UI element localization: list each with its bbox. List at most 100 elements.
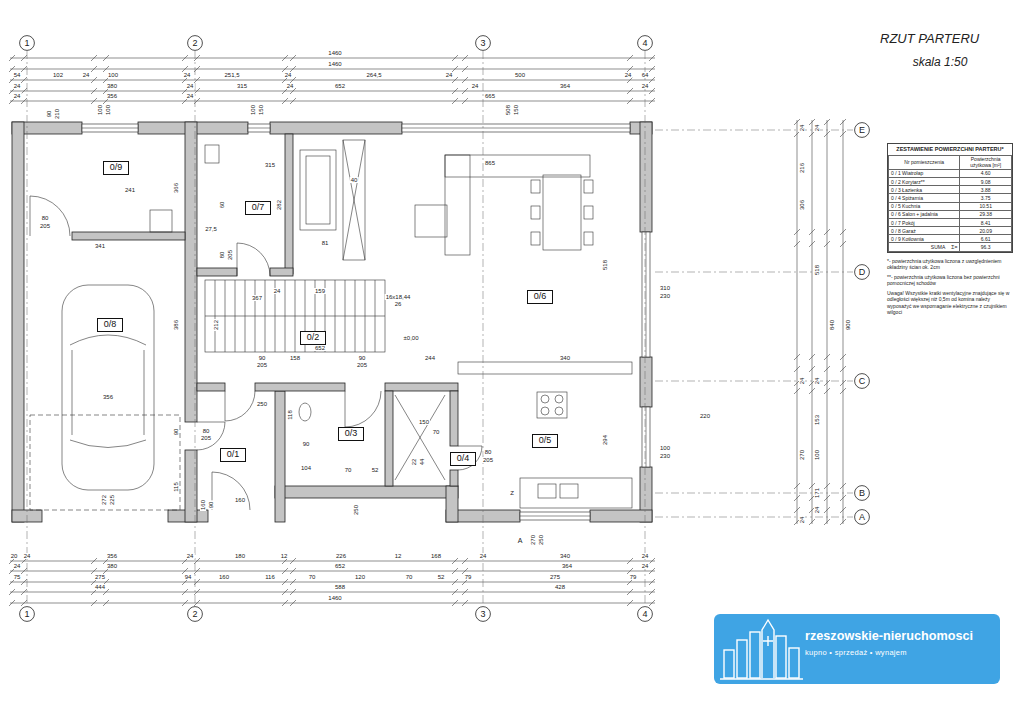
dimension-tick <box>794 241 800 247</box>
dimension-tick <box>462 600 468 606</box>
table-cell: 0 / 2 Korytarz** <box>889 177 960 185</box>
dimension-label: 24 <box>186 93 195 99</box>
furniture-outline <box>205 145 219 163</box>
dimension-tick <box>462 558 468 564</box>
table-cell: 0 / 8 Garaż <box>889 227 960 235</box>
skyline-building <box>737 640 747 678</box>
dimension-label: 518 <box>814 264 820 276</box>
window-glass <box>248 128 270 129</box>
dimension-tick <box>649 55 655 61</box>
dimension-tick <box>91 88 97 94</box>
dimension-label: 24 <box>13 563 22 569</box>
dimension-tick <box>103 55 109 61</box>
walls <box>12 122 652 522</box>
dimension-tick <box>840 131 846 137</box>
window <box>82 124 138 132</box>
dimension-label: 52 <box>371 467 380 473</box>
skyline-ground <box>720 678 803 679</box>
dimension-label: 24 <box>624 72 633 78</box>
table-row: 0 / 8 Garaż20.09 <box>889 227 1012 235</box>
note-line: *- powierzchnia użytkowa liczona z uwzgl… <box>887 258 1013 271</box>
chimney-hatch <box>343 140 365 260</box>
dimension-tick <box>649 579 655 585</box>
dimension-label: 90 <box>208 501 214 510</box>
node-text: ZESTAWIENIE POWIERZCHNI PARTERU* <box>888 144 1012 155</box>
room-name-cell: 0 / 2 Korytarz** <box>891 179 925 185</box>
dimension-label: 80 <box>202 428 211 434</box>
dimension-label: 356 <box>106 553 118 559</box>
dimension-tick <box>282 579 288 585</box>
dimension-label: 94 <box>184 574 193 580</box>
bubble-circle <box>476 607 491 622</box>
dimension-label: 24 <box>799 516 805 525</box>
dimension-label: 294 <box>602 434 608 446</box>
dimension-label: 205 <box>39 223 51 229</box>
dimension-label: 340 <box>559 355 571 361</box>
dimension-label: 380 <box>106 563 118 569</box>
dimension-line <box>812 120 813 524</box>
area-table-grid: Nr pomieszczeniaPowierzchnia użytkowa [m… <box>888 155 1012 252</box>
dimension-label: 230 <box>659 293 671 299</box>
room-area-cell: 10.51 <box>979 203 992 209</box>
dimension-tick <box>824 229 830 235</box>
dimension-label: 251,5 <box>223 72 240 78</box>
table-row: 0 / 2 Korytarz**9.08 <box>889 177 1012 185</box>
table-cell: 0 / 1 Wiatrołap <box>889 169 960 177</box>
dimension-label: 116 <box>264 574 276 580</box>
door-swing <box>212 472 250 510</box>
dimension-label: 366 <box>173 182 179 194</box>
room-number-box: 0/6 <box>527 290 554 304</box>
furniture-outline <box>445 155 590 177</box>
room-name-cell: 0 / 4 Spiżarnia <box>891 195 923 201</box>
wall <box>590 510 652 522</box>
dimension-label: 275 <box>549 574 561 580</box>
node-text: 4 <box>642 39 647 48</box>
dimension-tick <box>462 77 468 83</box>
wall <box>385 383 458 391</box>
axis-bubble: B <box>854 485 870 501</box>
door-swing <box>237 243 270 276</box>
dimension-label: 20 <box>10 553 19 559</box>
table-cell: 29.38 <box>960 210 1012 218</box>
axis-bubble: 3 <box>475 35 491 51</box>
room-area-cell: 6.61 <box>981 236 991 242</box>
dimension-tick <box>809 229 815 235</box>
grid-axis-line <box>655 381 853 382</box>
dimension-label: 24 <box>641 563 650 569</box>
dimension-label: 24 <box>814 377 820 386</box>
table-row: 0 / 3 Łazienka3.88 <box>889 186 1012 194</box>
dimension-label: 79 <box>629 574 638 580</box>
dimension-label: 205 <box>200 435 212 441</box>
dimension-label: 24 <box>641 83 650 89</box>
dimension-label: 80 <box>41 215 50 221</box>
room-area-cell: 3.88 <box>981 187 991 193</box>
room-name-cell: 0 / 6 Salon + jadalnia <box>891 211 938 217</box>
dimension-tick <box>824 354 830 360</box>
dimension-tick <box>794 495 800 501</box>
furniture-outline <box>520 478 632 508</box>
dimension-tick <box>9 55 15 61</box>
dimension-tick <box>824 388 830 394</box>
dimension-label: 90 <box>258 355 267 361</box>
dimension-label: 652 <box>314 345 326 351</box>
wall <box>446 486 458 522</box>
dimension-label: 24 <box>799 124 805 133</box>
furniture-outline <box>538 484 556 498</box>
dimension-tick <box>9 600 15 606</box>
dimension-label: 24 <box>799 377 805 386</box>
dimension-label: 356 <box>102 394 114 400</box>
dimension-label: 225 <box>109 494 115 506</box>
grid-axis-connector <box>27 51 28 606</box>
room-name-cell: 0 / 5 Kuchnia <box>891 203 920 209</box>
dimension-tick <box>452 568 458 574</box>
node-text: 1 <box>24 610 29 619</box>
skyline-building <box>776 636 786 678</box>
dimension-line <box>797 120 798 524</box>
dimension-label: 865 <box>484 160 496 166</box>
dimension-tick <box>290 568 296 574</box>
node-text: E <box>859 126 865 135</box>
furniture-outline <box>415 205 447 237</box>
plan-title: RZUT PARTERU <box>880 31 979 46</box>
wall <box>450 391 458 446</box>
wall <box>285 134 293 274</box>
